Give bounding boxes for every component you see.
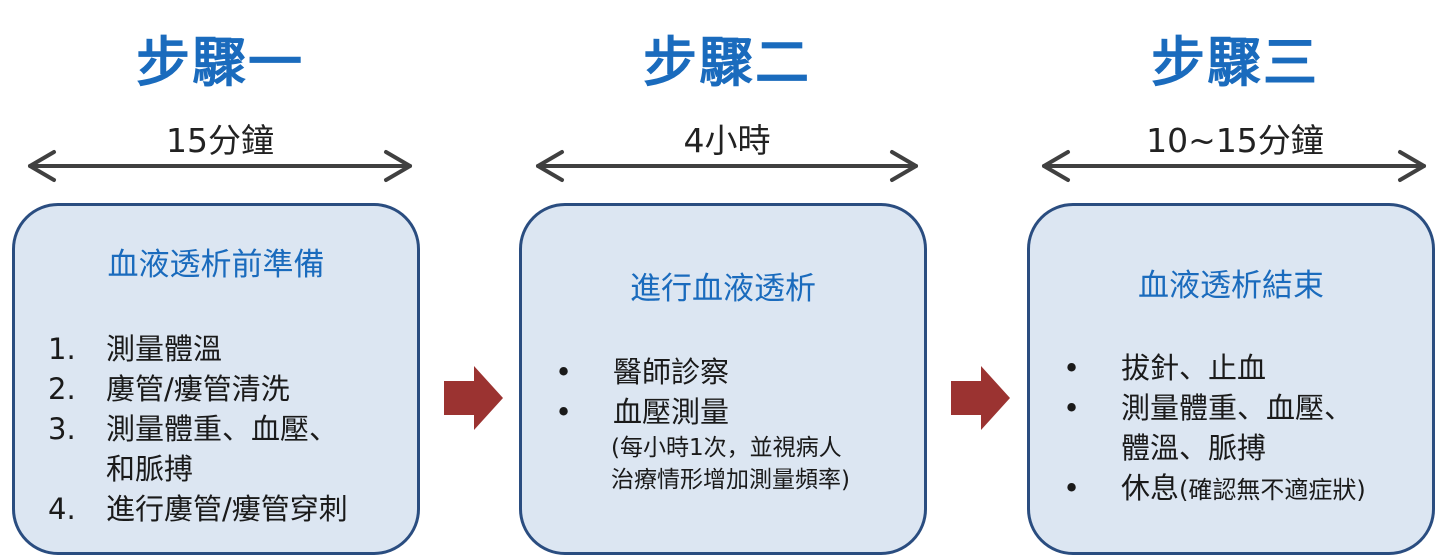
step-2-item-list: •醫師診察 •血壓測量(每小時1次，並視病人 治療情形增加測量頻率) xyxy=(555,352,850,496)
step-1-item-list: 1.測量體溫 2.廔管/瘻管清洗 3.測量體重、血壓、 和脈搏 4.進行廔管/瘻… xyxy=(48,329,348,529)
measurement-note: (每小時1次，並視病人 治療情形增加測量頻率) xyxy=(611,435,850,493)
step-2-card-title: 進行血液透析 xyxy=(630,271,816,307)
step-3-item-list: •拔針、止血 •測量體重、血壓、 體溫、脈搏 •休息(確認無不適症狀) xyxy=(1063,348,1366,510)
step-1-title: 步驟一 xyxy=(136,31,304,94)
step-2-card: 進行血液透析 •醫師診察 •血壓測量(每小時1次，並視病人 治療情形增加測量頻率… xyxy=(519,203,927,555)
list-item: 3.測量體重、血壓、 和脈搏 xyxy=(48,412,339,486)
step-3-card-title: 血液透析結束 xyxy=(1138,268,1324,304)
step-1-duration-arrow xyxy=(28,150,412,182)
list-item: 2.廔管/瘻管清洗 xyxy=(48,372,290,406)
step-3-card: 血液透析結束 •拔針、止血 •測量體重、血壓、 體溫、脈搏 •休息(確認無不適症… xyxy=(1027,203,1435,555)
step-2-duration: 4小時 xyxy=(683,121,771,160)
list-item: •拔針、止血 xyxy=(1063,351,1267,385)
step-2-duration-arrow xyxy=(536,150,918,182)
list-item: 1.測量體溫 xyxy=(48,332,223,366)
step-3-title: 步驟三 xyxy=(1151,31,1319,94)
step-1-duration: 15分鐘 xyxy=(166,121,274,160)
list-item: •醫師診察 xyxy=(555,355,730,389)
list-item: •血壓測量(每小時1次，並視病人 治療情形增加測量頻率) xyxy=(555,392,850,496)
flow-arrow-1-to-2 xyxy=(444,366,503,430)
step-3-duration-arrow xyxy=(1042,150,1426,182)
list-item: •休息(確認無不適症狀) xyxy=(1063,471,1366,505)
step-1-card-title: 血液透析前準備 xyxy=(107,247,325,283)
flow-arrow-2-to-3 xyxy=(951,366,1010,430)
step-2-title: 步驟二 xyxy=(643,31,811,94)
step-1-card: 血液透析前準備 1.測量體溫 2.廔管/瘻管清洗 3.測量體重、血壓、 和脈搏 … xyxy=(12,203,420,555)
list-item: •測量體重、血壓、 體溫、脈搏 xyxy=(1063,391,1354,465)
list-item: 4.進行廔管/瘻管穿刺 xyxy=(48,492,348,526)
step-3-duration: 10~15分鐘 xyxy=(1146,121,1324,160)
